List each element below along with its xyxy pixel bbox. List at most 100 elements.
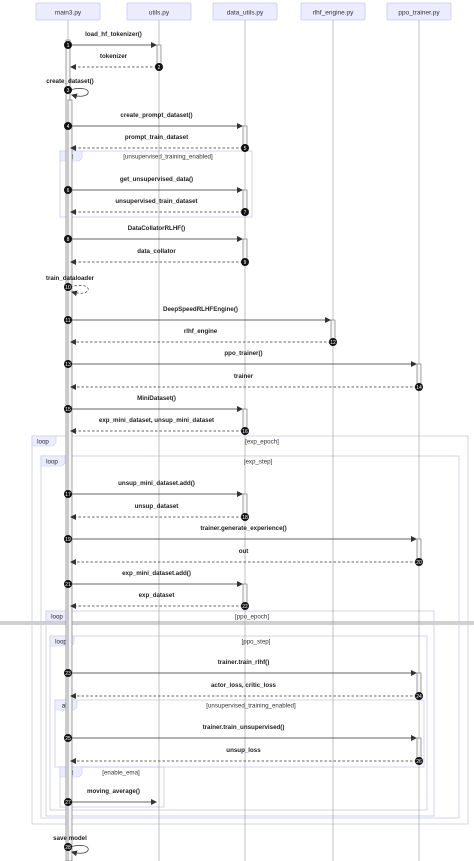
message-9: data_collator 9 [70,248,249,266]
message-5: prompt_train_dataset 5 [70,134,249,152]
sequence-number: 12 [330,340,336,346]
participant-ppo_trainer: ppo_trainer.py [386,2,452,21]
fragment-keyword: loop [51,614,63,621]
fragment-loop: loop [ppo_epoch] [45,610,435,817]
sequence-number: 16 [242,429,248,435]
participant-box [386,2,452,21]
fragment-frame [40,455,460,819]
message-label: tokenizer [100,53,128,60]
message-label: unsup_loss [226,747,261,754]
messages-layer: load_hf_tokenizer()1tokenizer2create_dat… [46,31,423,857]
sequence-number-badge [241,144,249,152]
sequence-number: 23 [65,671,71,677]
fragment-condition: [ppo_epoch] [235,614,269,621]
fragment-alt: alt[unsupervised_training_enabled] [54,699,425,768]
message-label: exp_mini_dataset, unsup_mini_dataset [99,417,214,424]
activations-layer [65,39,422,861]
sequence-number-badge [64,86,72,94]
sequence-number: 25 [65,736,71,742]
message-arrow [69,845,89,857]
sequence-number-badge [64,122,72,130]
sequence-number: 22 [242,604,248,610]
fragment-frame [49,635,428,811]
message-25: trainer.train_unsupervised()25 [64,724,417,742]
fragment-keyword: loop [46,459,58,466]
sequence-number: 7 [244,210,247,216]
message-17: unsup_mini_dataset.add()17 [64,480,243,498]
participant-rlhf_engine: rlhf_engine.py [300,2,366,21]
fragment-condition: [unsupervised_training_enabled] [206,703,296,710]
sequence-number: 20 [416,560,422,566]
sequence-number-badge [64,186,72,194]
sequence-number-badge [64,405,72,413]
message-label: train_dataloader [46,275,95,282]
sequence-number: 3 [67,88,70,94]
participant-box [126,2,192,21]
message-19: trainer.generate_experience()19 [64,525,417,543]
fragment-frame [59,150,253,218]
message-arrow [69,88,89,100]
message-label: ppo_trainer() [224,350,262,357]
sequence-number: 1 [67,43,70,49]
sequence-number-badge [155,63,163,71]
participant-data_utils: data_utils.py [212,2,278,21]
fragment-alt: alt[unsupervised_training_enabled] [59,150,253,218]
sequence-number: 21 [65,582,71,588]
fragment-condition: [exp_step] [244,459,273,466]
sequence-number-badge [241,513,249,521]
sequence-number: 5 [244,146,247,152]
activation-main3-nested [67,99,73,861]
sequence-number: 14 [416,385,422,391]
participant-box [35,2,101,21]
message-label: load_hf_tokenizer() [85,31,142,38]
message-7: unsupervised_train_dataset 7 [70,198,249,216]
fragment-tab [40,455,66,467]
sequence-number: 24 [416,694,422,700]
fragment-frame [54,699,425,768]
message-label: prompt_train_dataset [125,134,188,141]
message-label: data_collator [137,248,176,255]
participant-utils: utils.py [126,2,192,21]
sequence-number: 28 [65,845,71,851]
sequence-number: 9 [244,260,247,266]
message-13: ppo_trainer()13 [64,350,417,368]
message-arrow [69,285,89,297]
message-15: MiniDataset()15 [64,395,243,413]
message-21: exp_mini_dataset.add()21 [64,570,243,588]
sequence-number-badge [64,798,72,806]
sequence-number-badge [64,734,72,742]
fragment-condition: [exp_epoch] [245,439,279,446]
message-1: load_hf_tokenizer() 1 [64,31,157,49]
message-label: actor_loss, critic_loss [211,682,277,689]
sequence-number: 11 [65,318,70,324]
sequence-number: 17 [65,492,71,498]
message-label: create_prompt_dataset() [120,112,192,119]
message-label: unsupervised_train_dataset [115,198,197,205]
sequence-number-badge [64,490,72,498]
fragment-keyword: loop [55,639,67,646]
participant-label: ppo_trainer.py [398,10,440,17]
sequence-number-badge [415,757,423,765]
message-8: DataCollatorRLHF()8 [64,225,243,243]
message-3: create_dataset()3 [46,78,94,100]
message-label: trainer.train_rlhf() [218,659,270,666]
sequence-number-badge [64,316,72,324]
sequence-number: 6 [67,188,70,194]
participant-label: data_utils.py [227,10,264,17]
sequence-number-badge [241,602,249,610]
sequence-number-badge [415,558,423,566]
message-label: DeepSpeedRLHFEngine() [163,306,238,313]
sequence-number-badge [64,580,72,588]
message-label: out [239,548,249,555]
page-break-band [0,621,474,625]
fragment-frame [31,435,469,825]
sequence-number: 27 [65,800,71,806]
sequence-number-badge [64,235,72,243]
